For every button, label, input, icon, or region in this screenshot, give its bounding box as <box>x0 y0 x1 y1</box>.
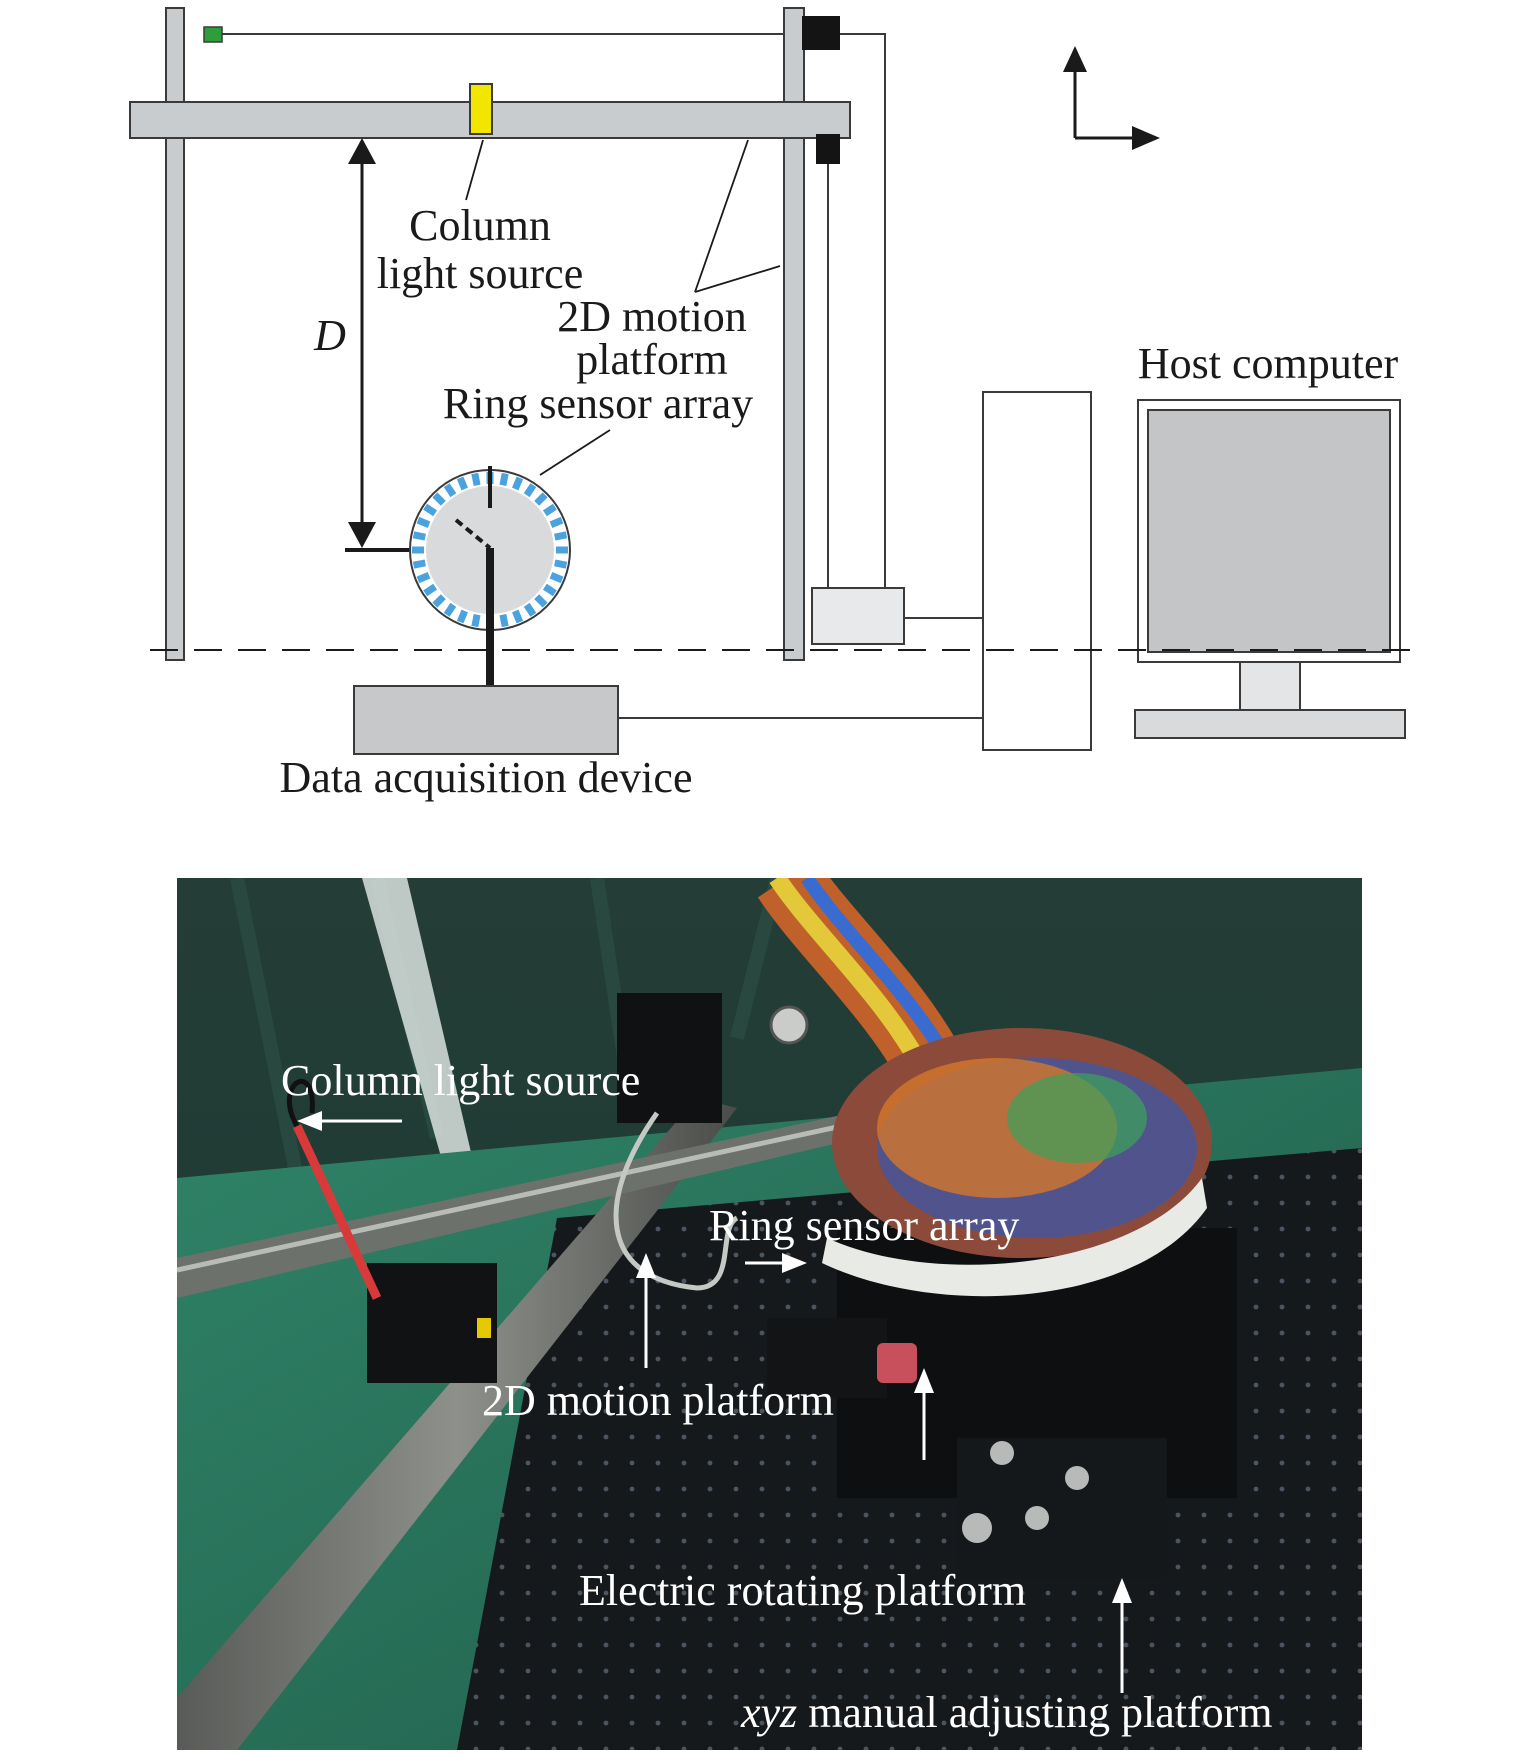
long-linear-rail <box>177 1098 737 1750</box>
sensor-segment <box>432 594 446 608</box>
label-column: Column <box>409 201 551 250</box>
sensor-segment <box>534 594 548 608</box>
photo-label-2d-motion-platform: 2D motion platform <box>482 1376 834 1425</box>
small-marker <box>203 26 223 43</box>
sensor-segment <box>512 609 524 624</box>
rod-loop <box>286 1079 315 1128</box>
experimental-setup-schematic: Column light source 2D motion platform R… <box>129 7 1420 802</box>
sensor-segment <box>412 559 426 569</box>
photo-label-xyz-manual-adjusting-platform: xyz manual adjusting platform <box>740 1688 1273 1737</box>
sensor-segment <box>534 492 548 506</box>
xyz-stage <box>957 1438 1167 1578</box>
ring-sensor-band <box>822 1178 1207 1297</box>
label-light-source: light source <box>377 249 584 298</box>
upper-slider-carriage <box>617 993 722 1123</box>
sensor-segment <box>542 583 557 597</box>
sensor-segment <box>523 602 537 617</box>
sensor-segment <box>549 516 564 528</box>
distance-arrow <box>345 138 412 552</box>
right-post <box>783 7 805 661</box>
motion-platform-frame <box>129 7 851 661</box>
label-ring-sensor-array: Ring sensor array <box>443 379 753 428</box>
dial-gauge <box>769 1005 809 1045</box>
photo-label-column-light-source: Column light source <box>281 1056 640 1105</box>
monitor-icon <box>1134 399 1406 739</box>
warning-label <box>477 1318 491 1338</box>
sensor-segment <box>471 614 481 628</box>
motor-cables <box>827 33 886 590</box>
label-distance: D <box>313 311 346 360</box>
cable-bundle-stripes <box>769 878 936 1083</box>
setup-photograph: Column light source Ring sensor array 2D… <box>177 878 1362 1750</box>
sensor-segment <box>549 572 564 584</box>
leader-lines <box>465 139 781 476</box>
photo-label-manual-platform <box>797 1688 808 1737</box>
label-data-acquisition-device: Data acquisition device <box>280 753 693 802</box>
lower-slider-carriage <box>367 1263 497 1383</box>
computer-tower <box>982 391 1092 751</box>
sensor-segment <box>423 583 438 597</box>
label-motion-platform-line2: platform <box>576 335 728 384</box>
motor-controller-box <box>811 587 905 645</box>
sensor-segment <box>499 614 509 628</box>
sensor-segment <box>456 476 468 491</box>
sensor-segment <box>423 503 438 517</box>
sensor-segment <box>471 472 481 486</box>
red-rod <box>292 1124 382 1300</box>
sensor-segment <box>523 483 537 498</box>
wire-mass-green <box>1007 1073 1147 1163</box>
sensor-segment <box>499 472 509 486</box>
sensor-segment <box>443 483 457 498</box>
sensor-segment <box>432 492 446 506</box>
data-acquisition-box <box>353 685 619 755</box>
sensor-segment <box>554 531 568 541</box>
coordinate-axes-icon <box>1063 46 1160 150</box>
sensor-segment <box>443 602 457 617</box>
light-source-block <box>469 83 493 135</box>
label-motion-platform-line1: 2D motion <box>557 292 746 341</box>
sensor-segment <box>456 609 468 624</box>
sensor-segment <box>542 503 557 517</box>
photo-label-manual-platform-text: manual adjusting platform <box>808 1688 1272 1737</box>
photo-label-ring-sensor-array: Ring sensor array <box>709 1201 1019 1250</box>
photo-label-xyz: xyz <box>740 1688 797 1737</box>
white-cable <box>613 1111 739 1291</box>
rotation-motor <box>767 1318 887 1398</box>
sensor-segment <box>512 476 524 491</box>
label-host-computer: Host computer <box>1138 339 1399 388</box>
side-motor <box>816 134 840 164</box>
sensor-segment <box>416 572 431 584</box>
sensor-segment <box>554 559 568 569</box>
sensor-segment <box>416 516 431 528</box>
top-motor <box>802 16 840 50</box>
ring-sensor-array-drawing <box>409 466 571 690</box>
photo-arrows <box>297 1111 1132 1693</box>
motor-coupling <box>877 1343 917 1383</box>
photo-label-electric-rotating-platform: Electric rotating platform <box>579 1566 1026 1615</box>
left-post <box>165 7 185 661</box>
cross-rail-highlight <box>177 1111 898 1273</box>
sensor-segment <box>412 531 426 541</box>
light-glare <box>362 878 477 1178</box>
motor-units <box>802 16 840 164</box>
adjusting-knobs <box>962 1441 1089 1543</box>
